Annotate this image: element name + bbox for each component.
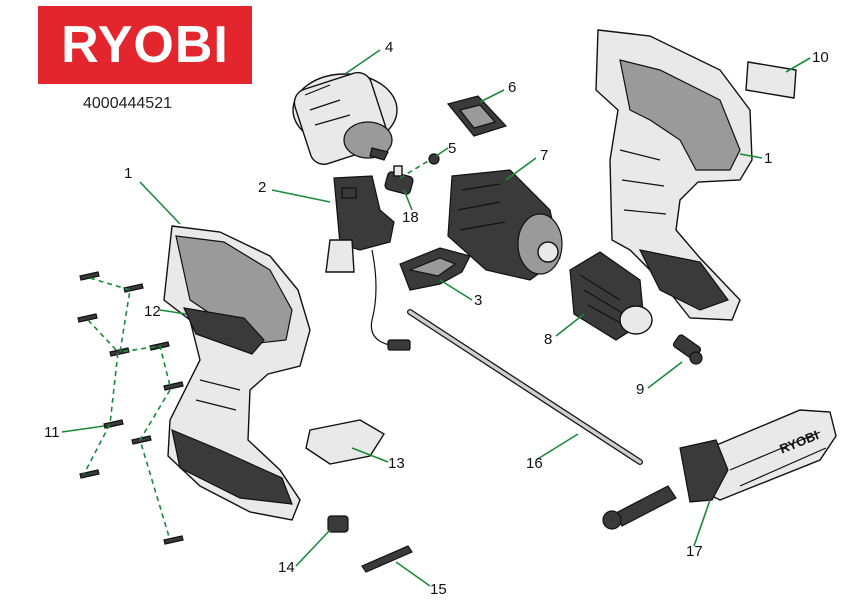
leader-lines	[61, 49, 811, 587]
part-driver-bit	[361, 545, 413, 573]
callout-8: 8	[544, 331, 552, 348]
callout-16: 16	[526, 455, 543, 472]
callout-13: 13	[388, 455, 405, 472]
part-housing-screws	[77, 271, 184, 545]
callout-labels: 1 1 2 3 4 5 6 7 8 9 10 11 12 13 14 15 16…	[44, 39, 829, 598]
callout-17: 17	[686, 543, 703, 560]
part-plate	[446, 95, 508, 137]
callout-14: 14	[278, 559, 295, 576]
callout-4: 4	[385, 39, 393, 56]
part-chuck	[569, 251, 653, 341]
part-cover	[305, 419, 385, 465]
callout-11: 11	[44, 424, 60, 441]
ryobi-logo: RYOBI	[38, 6, 252, 84]
callout-10: 10	[812, 49, 829, 66]
part-number: 4000444521	[83, 95, 172, 112]
callout-7: 7	[540, 147, 548, 164]
callout-1-left: 1	[124, 165, 132, 182]
callout-5: 5	[448, 140, 456, 157]
part-motor	[292, 71, 398, 165]
part-chuck-screw	[672, 334, 703, 365]
part-depth-rod	[407, 309, 643, 465]
callout-12: 12	[144, 303, 161, 320]
callout-3: 3	[474, 292, 482, 309]
part-gearbox	[447, 169, 563, 281]
part-label	[745, 61, 797, 99]
part-aux-handle: RYOBI	[602, 409, 837, 530]
part-direction-lever	[399, 247, 471, 291]
screw-dashed-leaders	[83, 159, 431, 541]
callout-18: 18	[402, 209, 419, 226]
callout-6: 6	[508, 79, 516, 96]
part-switch-assembly	[325, 175, 411, 351]
callout-9: 9	[636, 381, 644, 398]
part-clip	[327, 515, 349, 533]
part-bit-holder	[384, 165, 414, 195]
callout-2: 2	[258, 179, 266, 196]
callout-1-right: 1	[764, 150, 772, 167]
callout-15: 15	[430, 581, 447, 598]
part-housing-left	[163, 225, 311, 521]
part-housing-right	[595, 29, 753, 321]
ryobi-logo-text: RYOBI	[61, 16, 229, 74]
